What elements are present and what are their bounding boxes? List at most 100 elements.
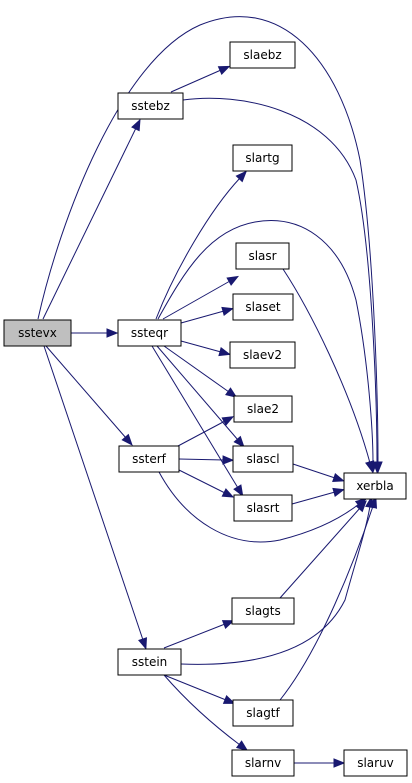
node-box <box>232 699 294 727</box>
edge-ssterf-to-slasrt <box>178 469 235 498</box>
edge-line <box>163 623 226 649</box>
edge-arrowhead <box>333 758 346 768</box>
node-box <box>231 597 295 625</box>
node-box <box>229 341 296 369</box>
edge-arrowhead <box>355 500 367 513</box>
node-sstein[interactable]: sstein <box>117 648 182 676</box>
graph-edges <box>37 16 383 768</box>
edge-arrowhead <box>233 484 244 497</box>
node-slasr[interactable]: slasr <box>235 242 290 270</box>
node-box <box>3 319 72 347</box>
edge-line <box>45 345 127 439</box>
edge-arrowhead <box>218 347 231 357</box>
edge-line <box>158 471 360 543</box>
edge-line <box>163 345 230 393</box>
edge-line <box>155 177 241 320</box>
node-sstebz[interactable]: sstebz <box>117 92 184 120</box>
node-slaruv[interactable]: slaruv <box>343 749 408 777</box>
edge-arrowhead <box>221 306 234 316</box>
edge-slarnv-to-slaruv <box>294 758 346 768</box>
node-label: slagtf <box>246 706 280 720</box>
node-box <box>117 92 184 120</box>
node-sstevx[interactable]: sstevx <box>3 319 72 347</box>
node-label: slarnv <box>245 756 281 770</box>
edge-arrowhead <box>221 488 235 498</box>
node-slae2[interactable]: slae2 <box>233 395 293 423</box>
node-slasrt[interactable]: slasrt <box>233 494 293 522</box>
node-slascl[interactable]: slascl <box>232 445 294 473</box>
edge-arrowhead <box>226 275 239 286</box>
edge-sstevx-to-ssterf <box>45 345 133 446</box>
edge-arrowhead <box>106 328 119 338</box>
node-label: slaev2 <box>243 348 282 362</box>
node-label: ssteqr <box>131 326 168 340</box>
edge-line <box>178 469 226 494</box>
node-slartg[interactable]: slartg <box>232 144 293 172</box>
node-box <box>118 445 180 473</box>
node-label: slaruv <box>357 756 394 770</box>
node-xerbla[interactable]: xerbla <box>343 472 407 500</box>
edge-line <box>180 505 371 665</box>
edge-line <box>177 420 226 447</box>
node-box <box>117 648 182 676</box>
edge-ssterf-to-slascl <box>178 455 235 465</box>
edge-arrowhead <box>222 455 235 465</box>
edge-line <box>170 69 222 93</box>
edge-arrowhead <box>332 487 345 497</box>
node-box <box>343 472 407 500</box>
node-ssterf[interactable]: ssterf <box>118 445 180 473</box>
node-box <box>233 494 293 522</box>
edge-line <box>178 458 225 461</box>
node-slarnv[interactable]: slarnv <box>231 749 295 777</box>
edge-ssteqr-to-slartg <box>155 170 248 320</box>
node-label: sstebz <box>131 99 170 113</box>
edge-line <box>163 674 227 701</box>
edge-arrowhead <box>233 435 245 448</box>
edge-arrowhead <box>121 433 133 446</box>
edge-arrowhead <box>131 118 141 132</box>
edge-ssterf-to-slae2 <box>177 416 235 447</box>
edge-line <box>291 491 336 505</box>
node-box <box>232 293 294 321</box>
edge-arrowhead <box>222 695 236 704</box>
edge-arrowhead <box>221 416 235 426</box>
edge-line <box>182 97 378 464</box>
edge-sstevx-to-sstein <box>43 345 148 650</box>
edge-slasrt-to-xerbla <box>291 487 345 505</box>
node-ssteqr[interactable]: ssteqr <box>117 319 182 347</box>
edge-line <box>162 280 231 320</box>
edge-line <box>43 345 144 641</box>
edge-slagts-to-xerbla <box>279 500 367 599</box>
node-slaset[interactable]: slaset <box>232 293 294 321</box>
edge-line <box>151 345 239 489</box>
node-slaev2[interactable]: slaev2 <box>229 341 296 369</box>
edge-arrowhead <box>368 496 378 509</box>
edge-line <box>42 127 137 320</box>
edge-arrowhead <box>365 460 375 473</box>
edge-arrowhead <box>235 740 249 752</box>
edge-ssteqr-to-slaset <box>180 306 234 324</box>
edge-arrowhead <box>332 473 345 483</box>
edge-line <box>37 16 379 464</box>
edge-line <box>292 463 336 479</box>
node-label: xerbla <box>356 479 393 493</box>
node-box <box>235 242 290 270</box>
node-label: slagts <box>245 604 281 618</box>
node-box <box>233 395 293 423</box>
edge-ssteqr-to-slascl <box>156 345 245 448</box>
edge-sstein-to-slarnv <box>163 674 249 752</box>
edge-line <box>279 507 361 599</box>
edge-slagtf-to-xerbla <box>279 496 378 701</box>
edge-sstebz-to-slaebz <box>170 65 231 93</box>
edge-sstevx-to-ssteqr <box>71 328 119 338</box>
node-label: slae2 <box>247 402 279 416</box>
node-slagts[interactable]: slagts <box>231 597 295 625</box>
node-label: slasr <box>248 249 276 263</box>
edge-sstevx-to-sstebz <box>42 118 141 320</box>
node-slaebz[interactable]: slaebz <box>229 41 296 69</box>
node-label: sstevx <box>18 326 57 340</box>
node-slagtf[interactable]: slagtf <box>232 699 294 727</box>
edge-sstein-to-slagts <box>163 620 235 649</box>
edge-ssteqr-to-slasrt <box>151 345 244 497</box>
